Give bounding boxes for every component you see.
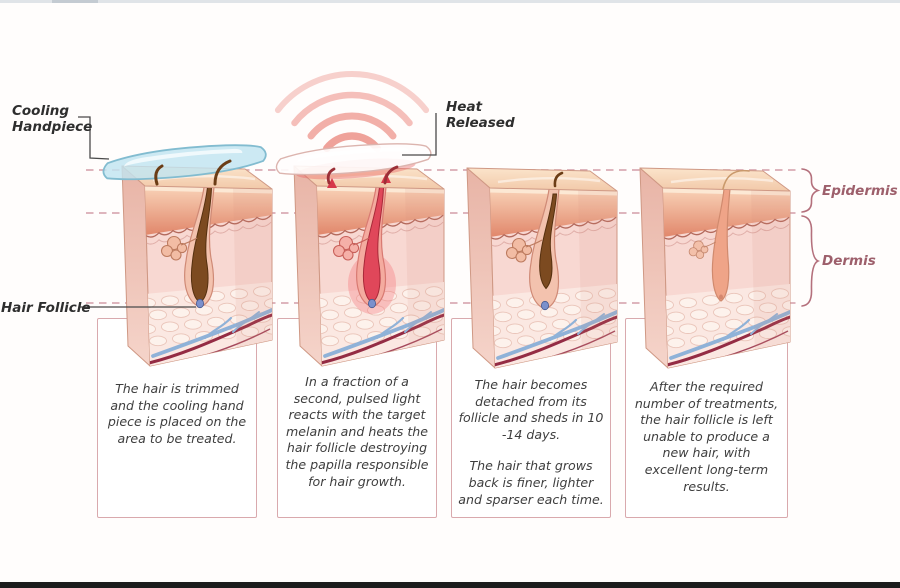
trimmed-hair <box>154 164 164 186</box>
shedding-hair-stub <box>553 171 564 188</box>
bottom-border <box>0 582 900 588</box>
sebaceous-gland <box>332 235 370 261</box>
heat-released-label-line1: Heat <box>446 99 483 115</box>
epidermis-brace <box>801 168 821 213</box>
dermis-brace <box>801 215 821 307</box>
stage-1-description: The hair is trimmed and the cooling hand… <box>107 381 247 446</box>
fine-regrown-hair <box>722 169 750 190</box>
papilla-dot <box>541 300 550 311</box>
sebaceous-gland <box>688 240 716 259</box>
heat-waves <box>274 70 430 153</box>
top-border-segment <box>52 0 98 3</box>
cooling-handpiece-label-line2: Handpiece <box>12 118 93 135</box>
cooling-handpiece-illustration <box>102 144 267 181</box>
top-border <box>0 0 900 3</box>
stage-2-description: In a fraction of a second, pulsed light … <box>285 374 429 489</box>
stage-box-1: The hair is trimmed and the cooling hand… <box>97 318 257 518</box>
papilla-dot <box>368 298 377 309</box>
light-pulse-mark <box>327 178 337 188</box>
stage-box-3: The hair becomes detached from its folli… <box>451 318 611 518</box>
heat-released-label-line2: Released <box>446 114 515 131</box>
stage-4-description: After the required number of treatments,… <box>634 379 779 494</box>
heat-leader-line <box>402 113 437 156</box>
dermis-label: Dermis <box>822 253 876 269</box>
light-pulse-mark <box>381 173 391 183</box>
epidermis-label: Epidermis <box>822 183 898 199</box>
cooling-handpiece-label: Cooling Handpiece <box>12 103 93 136</box>
stage-box-4: After the required number of treatments,… <box>625 318 788 518</box>
stage-box-2: In a fraction of a second, pulsed light … <box>277 318 437 518</box>
stage-3-description-1: The hair becomes detached from its folli… <box>458 377 604 442</box>
papilla-dot <box>196 298 205 309</box>
hair-follicle-label: Hair Follicle <box>1 300 91 316</box>
heat-released-label: Heat Released <box>446 99 515 132</box>
leader-lines <box>78 113 437 308</box>
trimmed-hair <box>213 159 232 186</box>
stage-3-description-2: The hair that grows back is finer, light… <box>458 458 604 507</box>
laser-handpiece-illustration <box>275 143 432 180</box>
sebaceous-gland <box>505 237 543 263</box>
layer-divider-dashes <box>86 169 800 304</box>
cooling-handpiece-label-line1: Cooling <box>12 103 69 119</box>
sebaceous-gland <box>160 235 198 261</box>
